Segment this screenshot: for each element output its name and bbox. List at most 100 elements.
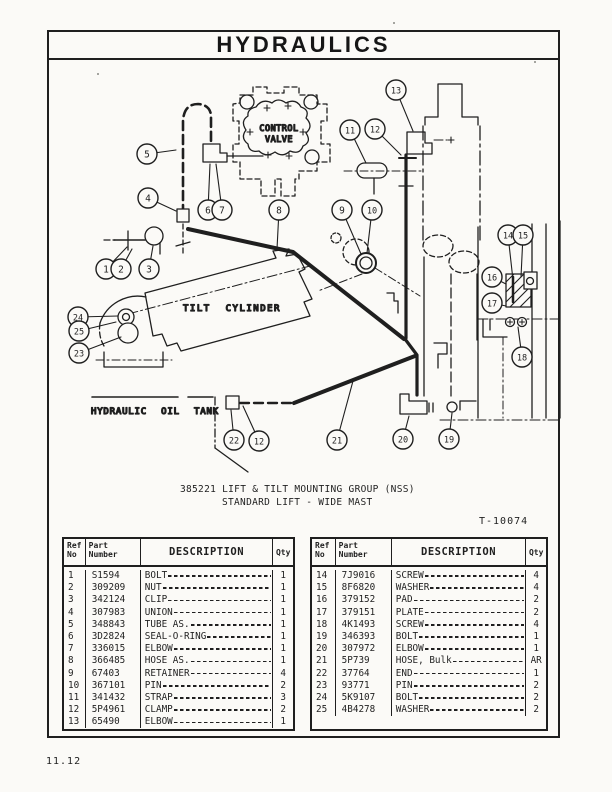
cell-part-number: 379151 xyxy=(336,606,392,619)
description-text: CLAMP xyxy=(144,704,173,716)
leader-dashes xyxy=(162,587,272,590)
caption-line-1: 385221 LIFT & TILT MOUNTING GROUP (NSS) xyxy=(180,484,415,495)
cell-description: END xyxy=(392,667,527,680)
description-text: UNION xyxy=(144,606,173,618)
cell-part-number: 37764 xyxy=(336,667,392,680)
cell-qty: 1 xyxy=(280,630,286,642)
cell-part-number: 65490 xyxy=(86,716,141,729)
cell-part-number: 366485 xyxy=(86,655,141,668)
description-text: WASHER xyxy=(395,582,430,594)
figure-ref: T-10074 xyxy=(479,516,529,527)
cell-qty: 2 xyxy=(533,691,539,703)
header-part-number: Part Number xyxy=(86,539,141,565)
leader-dashes xyxy=(419,636,525,638)
cell-ref-no: 2 xyxy=(64,582,86,595)
leader-dashes xyxy=(168,599,272,602)
leader-dashes xyxy=(424,575,525,577)
leader-dashes xyxy=(173,611,272,614)
cell-ref-no: 19 xyxy=(312,630,336,644)
cell-qty: 1 xyxy=(280,618,286,630)
leader-dashes xyxy=(190,660,272,663)
cell-description: HOSE, Bulk xyxy=(392,655,527,668)
description-text: ELBOW xyxy=(144,716,173,728)
page-number: 11.12 xyxy=(46,756,82,767)
cell-qty: 1 xyxy=(280,643,286,655)
cell-part-number: 5P739 xyxy=(336,655,392,668)
description-text: BOLT xyxy=(395,691,419,703)
cell-qty: 4 xyxy=(533,570,539,581)
caption-line-2: STANDARD LIFT - WIDE MAST xyxy=(222,497,373,508)
cell-ref-no: 24 xyxy=(312,691,336,705)
title-bar: HYDRAULICS xyxy=(47,30,560,60)
description-text: BOLT xyxy=(144,570,168,581)
description-text: RETAINER xyxy=(144,667,190,679)
cell-ref-no: 6 xyxy=(64,630,86,644)
cell-part-number: 348843 xyxy=(86,618,141,631)
cell-qty: 1 xyxy=(533,667,539,679)
cell-ref-no: 11 xyxy=(64,691,86,705)
cell-ref-no: 4 xyxy=(64,606,86,619)
cell-ref-no: 18 xyxy=(312,618,336,631)
leader-dashes xyxy=(173,697,272,699)
leader-dashes xyxy=(190,624,272,626)
scan-speck xyxy=(393,22,395,24)
cell-ref-no: 23 xyxy=(312,679,336,692)
cell-qty: 1 xyxy=(533,630,539,642)
leader-dashes xyxy=(173,709,272,711)
cell-qty: 4 xyxy=(533,618,539,630)
cell-part-number: 367101 xyxy=(86,679,141,692)
leader-dashes xyxy=(413,672,525,675)
cell-ref-no: 1 xyxy=(64,570,86,583)
cell-description: RETAINER xyxy=(141,667,274,680)
page-title: HYDRAULICS xyxy=(216,32,391,57)
cell-ref-no: 12 xyxy=(64,704,86,717)
cell-part-number: 5P4961 xyxy=(86,704,141,717)
cell-part-number: 3D2824 xyxy=(86,630,141,644)
header-description: DESCRIPTION xyxy=(141,539,274,565)
cell-description: CLIP xyxy=(141,594,274,607)
leader-dashes xyxy=(162,684,272,687)
cell-qty: 1 xyxy=(280,594,286,606)
description-text: STRAP xyxy=(144,691,173,703)
cell-part-number: 67403 xyxy=(86,667,141,680)
cell-qty: 2 xyxy=(280,679,286,691)
cell-description: WASHER xyxy=(392,704,527,717)
cell-qty: 2 xyxy=(280,704,286,716)
cell-description: ELBOW xyxy=(141,716,274,729)
description-text: HOSE AS. xyxy=(144,655,190,667)
cell-description: WASHER xyxy=(392,582,527,595)
cell-part-number: 342124 xyxy=(86,594,141,607)
cell-part-number: 379152 xyxy=(336,594,392,607)
description-text: END xyxy=(395,667,413,679)
description-text: ELBOW xyxy=(395,643,424,655)
cell-qty: 1 xyxy=(280,570,286,581)
cell-ref-no: 16 xyxy=(312,594,336,607)
cell-description: CLAMP xyxy=(141,704,274,717)
cell-ref-no: 22 xyxy=(312,667,336,680)
description-text: CLIP xyxy=(144,594,168,606)
cell-description: SCREW xyxy=(392,570,527,583)
cell-part-number: 4B4278 xyxy=(336,704,392,717)
leader-dashes xyxy=(424,624,525,626)
cell-qty: 1 xyxy=(280,606,286,618)
cell-qty: 1 xyxy=(280,655,286,667)
cell-description: PLATE xyxy=(392,606,527,619)
cell-description: STRAP xyxy=(141,691,274,705)
cell-description: SEAL-O-RING xyxy=(141,630,274,644)
description-text: ELBOW xyxy=(144,643,173,655)
description-text: NUT xyxy=(144,582,162,594)
header-ref-no: Ref No xyxy=(64,539,86,565)
